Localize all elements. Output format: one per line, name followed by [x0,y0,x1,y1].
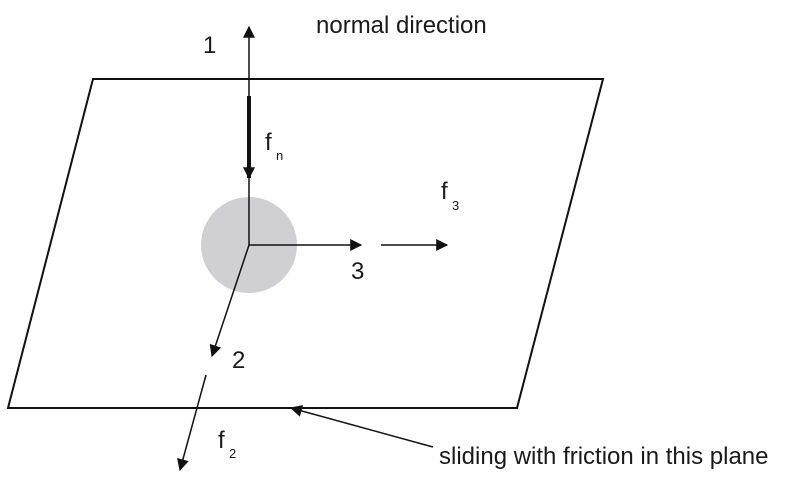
normal-direction-label: normal direction [316,12,487,39]
f3-subscript: 3 [452,198,459,213]
axis-1-label: 1 [203,32,216,59]
axis-2-label: 2 [232,347,245,374]
sliding-plane [6,78,605,409]
f3-label: f [441,178,448,205]
f2-force-arrow [177,374,207,472]
axis-3-label: 3 [351,258,364,285]
plane-leader-arrow [289,405,434,448]
sliding-plane-note: sliding with friction in this plane [439,443,769,470]
f2-label: f [218,427,225,454]
normal-force-label: f [265,129,272,156]
f2-subscript: 2 [229,446,236,461]
normal-force-subscript: n [276,148,283,163]
axis-2-arrow [209,244,250,358]
